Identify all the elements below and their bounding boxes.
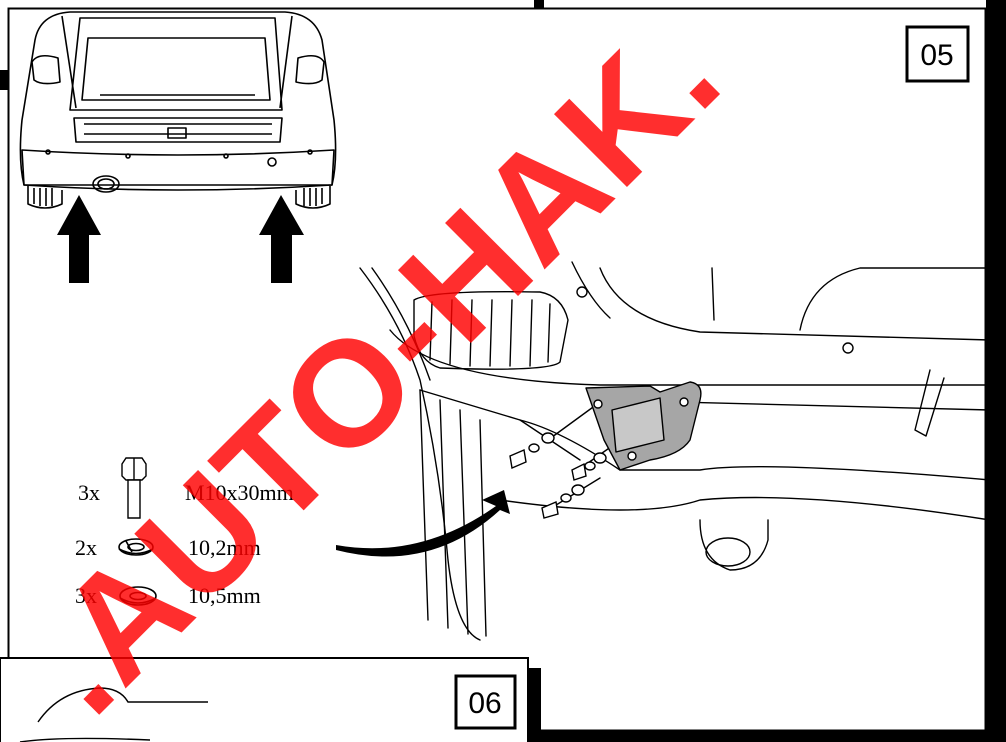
- chassis-rail: [519, 419, 991, 481]
- floor-edge: [389, 329, 991, 386]
- bracket-hole: [679, 397, 689, 407]
- body-hole: [576, 286, 588, 298]
- suspension-link: [914, 369, 945, 437]
- washer: [571, 484, 585, 496]
- panel-seam: [599, 267, 991, 341]
- exploded-hardware: [509, 432, 607, 519]
- vent-grille: [413, 290, 569, 370]
- step-number-05-label: 05: [920, 39, 953, 72]
- hardware-list: 3x M10x30mm 2x 10,2mm 3x 10,5mm: [75, 457, 294, 608]
- lock-latch: [167, 127, 187, 139]
- panel-06-border: [0, 657, 529, 742]
- exhaust-pipe: [92, 175, 120, 193]
- trunk-floor: [81, 37, 271, 101]
- underbody-detail: [359, 261, 991, 641]
- hardware-spec-bolt: M10x30mm: [185, 480, 294, 505]
- bolt: [571, 462, 587, 481]
- washer: [528, 443, 540, 453]
- vent-slats: [429, 299, 551, 367]
- washer: [541, 432, 555, 444]
- left-tyre: [27, 186, 63, 209]
- bracket-flange: [611, 397, 665, 453]
- hardware-spec-spring-washer: 10,2mm: [188, 535, 261, 560]
- mount-point-arrow-left: [57, 195, 101, 283]
- right-strut: [279, 15, 293, 109]
- bolt: [541, 501, 559, 519]
- car-rear-view: [19, 11, 337, 209]
- hardware-qty-flat-washer: 3x: [75, 583, 97, 608]
- bolt: [509, 449, 527, 469]
- panel-05-left-tab: [0, 70, 8, 90]
- detail-exhaust: [699, 519, 769, 571]
- panel-05-right-shadow: [986, 0, 1006, 742]
- step-number-05: 05: [905, 25, 970, 83]
- rear-sill: [73, 117, 283, 143]
- bumper-sensor: [45, 149, 51, 155]
- car-body: [19, 11, 337, 186]
- bumper-hole: [267, 157, 277, 167]
- flat-washer-icon: [119, 586, 157, 606]
- hardware-qty-bolt: 3x: [78, 480, 100, 505]
- mounting-bracket: [585, 381, 702, 471]
- panel-05-top-shadow: [534, 0, 544, 14]
- bracket-hole: [593, 399, 603, 409]
- exhaust-inner: [97, 178, 115, 190]
- trunk-opening: [69, 17, 283, 111]
- spring-washer-icon: [118, 538, 154, 556]
- detail-exhaust-end: [705, 537, 751, 567]
- washer: [560, 493, 572, 503]
- bolt-axis-line: [419, 389, 581, 461]
- right-tail-light: [295, 54, 325, 85]
- tyre-outline: [359, 267, 481, 641]
- tyre-tread: [419, 389, 487, 637]
- panel-seam-4: [711, 267, 715, 321]
- left-tyre-tread: [33, 188, 53, 206]
- right-tyre-tread: [303, 188, 323, 206]
- panel-06-sketch-line: [19, 737, 151, 742]
- mount-point-arrow-right: [259, 195, 304, 283]
- step-number-06-label: 06: [468, 687, 501, 720]
- hardware-qty-spring-washer: 2x: [75, 535, 97, 560]
- left-strut: [61, 15, 77, 109]
- washer: [593, 452, 607, 464]
- panel-06: [0, 657, 541, 742]
- right-tyre: [295, 186, 331, 209]
- washer: [584, 461, 596, 471]
- panel-06-sketch-line: [37, 687, 208, 723]
- bumper-sensor: [307, 149, 313, 155]
- hardware-spec-flat-washer: 10,5mm: [188, 583, 261, 608]
- left-tail-light: [31, 54, 61, 85]
- curved-arrow: [336, 490, 510, 557]
- bumper-sensor: [125, 153, 131, 159]
- panel-06-right-shadow: [527, 668, 541, 742]
- bolt-icon: [121, 457, 147, 519]
- bolt-axis-line: [547, 401, 601, 441]
- bracket-hole: [627, 451, 637, 461]
- body-hole: [842, 342, 854, 354]
- panel-05-bottom-shadow: [537, 730, 1006, 742]
- panel-seam-3: [799, 267, 986, 331]
- panel-seam-2: [571, 261, 611, 319]
- chassis-lower: [499, 496, 991, 521]
- sill-ribs: [84, 123, 272, 135]
- bumper-sensor: [223, 153, 229, 159]
- wheel-arch-edge: [371, 267, 431, 381]
- step-number-06: 06: [454, 674, 517, 730]
